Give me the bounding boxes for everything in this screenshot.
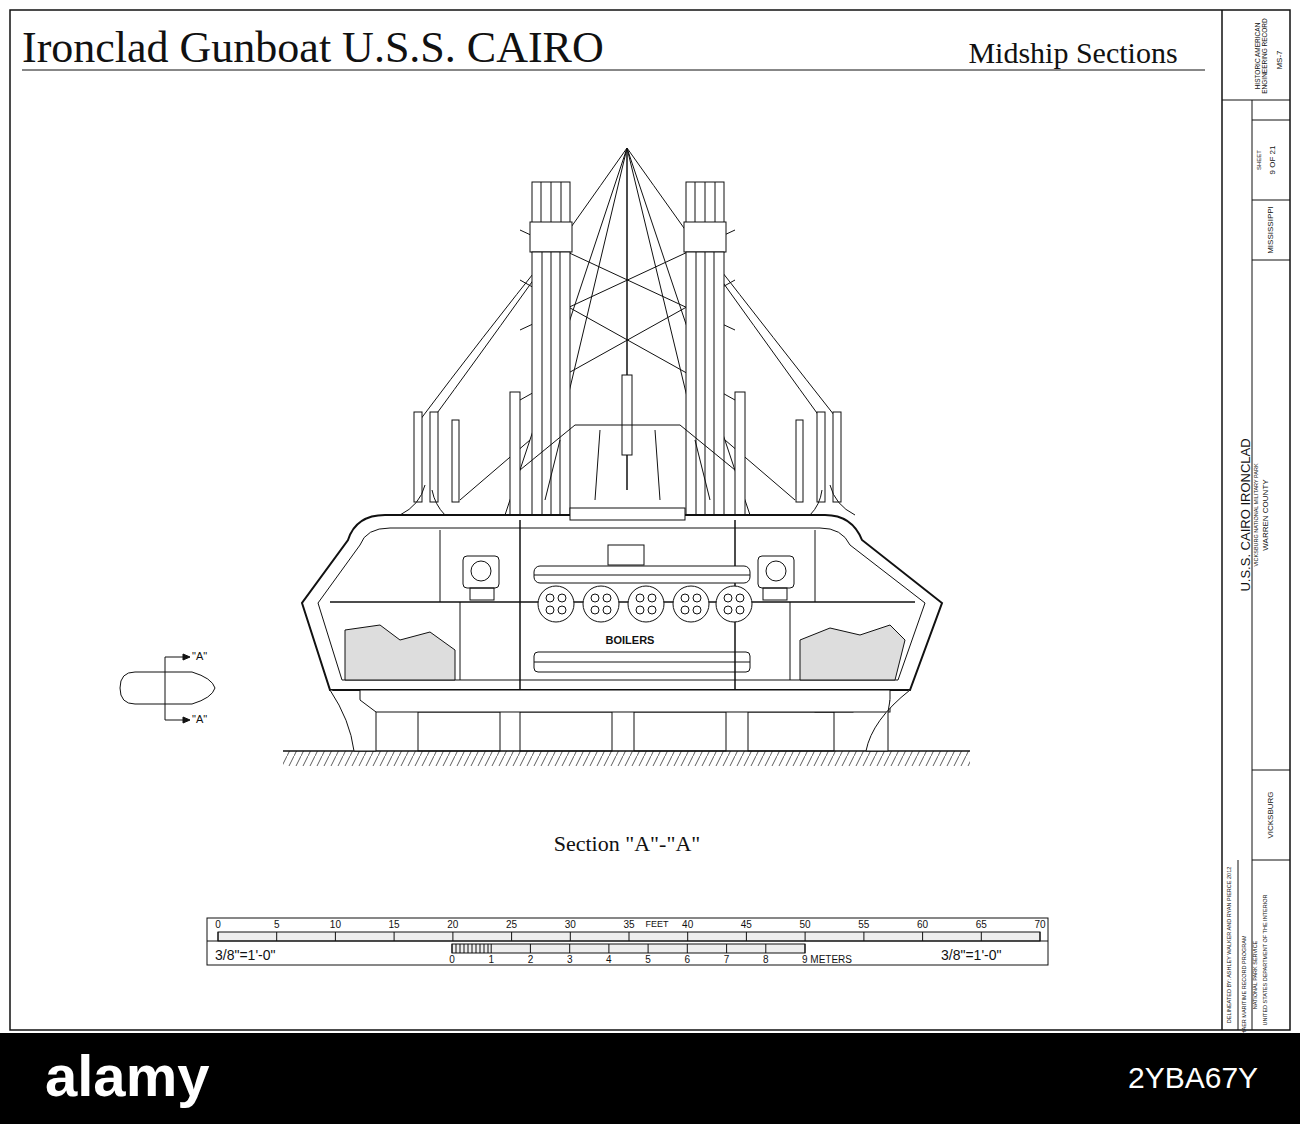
scale-number: 0 <box>215 920 221 931</box>
scale-number: 65 <box>976 920 987 931</box>
scale-number: 50 <box>800 920 811 931</box>
sheet-title: Ironclad Gunboat U.S.S. CAIRO <box>22 25 604 71</box>
section-marker: "A" <box>192 714 207 726</box>
scale-number: 10 <box>330 920 341 931</box>
scale-number: 15 <box>389 920 400 931</box>
title-block-text: MS-7 <box>1276 50 1284 69</box>
scale-number: 5 <box>645 955 651 966</box>
title-block-text: WARREN COUNTY <box>1262 479 1270 550</box>
title-block-text: 9 OF 21 <box>1269 146 1277 175</box>
scale-number: 20 <box>447 920 458 931</box>
title-block-text: DELINEATED BY: ASHLEY WALKER AND RYAN PI… <box>1227 867 1233 1024</box>
title-block-text: UNITED STATES DEPARTMENT OF THE INTERIOR <box>1263 895 1269 1026</box>
section-caption: Section "A"-"A" <box>554 832 701 855</box>
watermark-id: 2YBA67Y <box>1128 1062 1258 1094</box>
scale-number: 40 <box>682 920 693 931</box>
scale-number: 30 <box>565 920 576 931</box>
section-marker: "A" <box>192 651 207 663</box>
title-block-text: NATIONAL PARK SERVICE <box>1253 941 1259 1010</box>
scale-number: 5 <box>274 920 280 931</box>
scale-number: 4 <box>606 955 612 966</box>
watermark: alamy <box>45 1046 209 1107</box>
title-block-text: VICKSBURG NATIONAL MILITARY PARK <box>1254 463 1260 566</box>
title-block-text: HISTORIC AMERICAN ENGINEERING RECORD <box>1255 17 1269 95</box>
title-block-text: SHEET <box>1256 150 1262 170</box>
sheet-subtitle: Midship Sections <box>968 37 1177 69</box>
scale-number: 25 <box>506 920 517 931</box>
title-block-text: U.S.S. CAIRO IRONCLAD <box>1239 438 1253 591</box>
title-block-text: VICKSBURG <box>1267 791 1275 838</box>
scale-number: 35 <box>623 920 634 931</box>
title-block-text: HAER MARITIME RECORD PROGRAM <box>1242 935 1248 1034</box>
scale-number: 0 <box>449 955 455 966</box>
scale-number: 45 <box>741 920 752 931</box>
title-block-text: MISSISSIPPI <box>1267 206 1275 254</box>
scale-number: 9 METERS <box>802 955 852 966</box>
scale-number: 1 <box>488 955 494 966</box>
scale-number: 3 <box>567 955 573 966</box>
scale-number: 60 <box>917 920 928 931</box>
scale-ratio: 3/8"=1'-0" <box>941 948 1001 963</box>
part-label: BOILERS <box>606 635 655 647</box>
scale-number: 7 <box>724 955 730 966</box>
scale-number: 2 <box>528 955 534 966</box>
scale-ratio: 3/8"=1'-0" <box>215 948 275 963</box>
scale-number: 55 <box>858 920 869 931</box>
scale-unit: FEET <box>645 920 668 929</box>
scale-number: 6 <box>685 955 691 966</box>
scale-number: 70 <box>1034 920 1045 931</box>
scale-number: 8 <box>763 955 769 966</box>
